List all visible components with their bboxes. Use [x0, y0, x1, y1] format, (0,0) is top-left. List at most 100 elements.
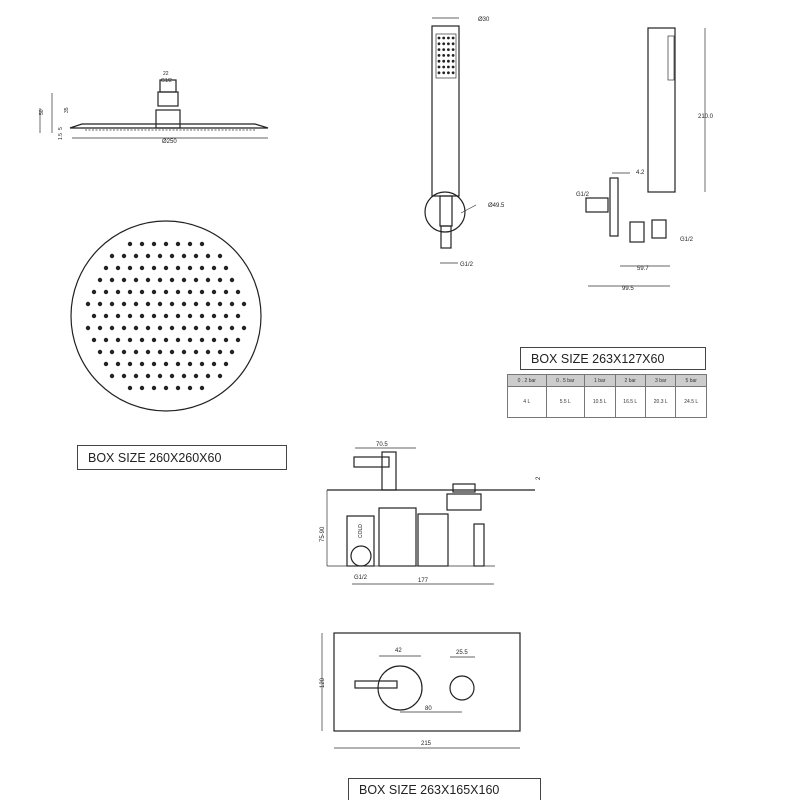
nozzle-dot [133, 301, 139, 307]
dim-front-width: 215 [421, 741, 432, 747]
dim-rim: 1.5 [58, 133, 64, 140]
nozzle-dot [91, 337, 97, 343]
nozzle-dot [127, 313, 133, 319]
nozzle-dot [217, 301, 223, 307]
flow-value: 4 L [507, 386, 547, 418]
shower-head-box-size: BOX SIZE 260X260X60 [77, 445, 287, 470]
nozzle-dot [127, 289, 133, 295]
flow-value: 10.5 L [584, 386, 616, 418]
nozzle-dot [211, 289, 217, 295]
nozzle-dot [97, 301, 103, 307]
hand-nozzle-dot [442, 42, 446, 46]
nozzle-dot [139, 385, 145, 391]
hand-nozzle-dot [447, 42, 450, 46]
hand-nozzle-dot [447, 48, 450, 51]
hand-shower-front-view: Ø30 Ø49.5 G1/2 [424, 17, 505, 268]
nozzle-dot [157, 373, 163, 379]
nozzle-dot [109, 301, 115, 307]
nozzle-dot [199, 385, 205, 391]
nozzle-dot [235, 337, 241, 343]
nozzle-dot [199, 337, 205, 343]
nozzle-dot [193, 325, 199, 331]
nozzle-dot [193, 373, 199, 379]
nozzle-dot [145, 349, 151, 355]
nozzle-dot [187, 313, 193, 319]
hand-nozzle-dot [437, 65, 441, 69]
nozzle-dot [193, 253, 199, 259]
nozzle-dot [85, 325, 91, 331]
nozzle-dot [103, 289, 109, 295]
hand-nozzle-dot [451, 42, 455, 46]
shower-head-side-view: 22 G1/2 50 35 5 1.5 Ø250 [39, 71, 269, 145]
nozzle-dot [115, 265, 121, 271]
nozzle-dot [187, 337, 193, 343]
nozzle-dot [211, 313, 217, 319]
hand-nozzle-dot [447, 65, 450, 69]
nozzle-dot [217, 253, 223, 259]
nozzle-dot [145, 325, 151, 331]
nozzle-dot [199, 289, 205, 295]
dim-total-height: 50 [39, 109, 45, 115]
dim-depth: 75-90 [320, 526, 326, 542]
nozzle-dot [115, 361, 121, 367]
dim-plate: 5 [58, 127, 64, 130]
nozzle-dot [169, 277, 175, 283]
nozzle-dot [115, 337, 121, 343]
nozzle-dot [151, 337, 157, 343]
nozzle-dot [223, 289, 229, 295]
nozzle-dot [223, 265, 229, 271]
nozzle-dot [241, 301, 247, 307]
nozzle-dot [151, 265, 157, 271]
nozzle-dot [121, 301, 127, 307]
dim-depth-long: 99.5 [622, 286, 634, 292]
nozzle-dot [151, 385, 157, 391]
nozzle-dot [127, 337, 133, 343]
nozzle-dot [187, 265, 193, 271]
nozzle-dot [139, 289, 145, 295]
nozzle-dot [91, 289, 97, 295]
nozzle-dot [175, 385, 181, 391]
dim-inlet-thread: G1/2 [576, 192, 590, 198]
nozzle-dot [157, 301, 163, 307]
nozzle-dot [223, 337, 229, 343]
dim-handle-diameter: 42 [395, 648, 402, 654]
nozzle-dot [151, 361, 157, 367]
hand-nozzle-dot [447, 59, 450, 63]
nozzle-dot [169, 301, 175, 307]
nozzle-dot [205, 277, 211, 283]
nozzle-dot [127, 361, 133, 367]
nozzle-dot [217, 277, 223, 283]
nozzle-dot [163, 385, 169, 391]
dim-diameter: Ø250 [162, 139, 177, 145]
flow-table-header-row: 0 . 2 bar 0 . 5 bar 1 bar 2 bar 3 bar 5 … [507, 374, 707, 387]
hand-nozzle-dot [437, 36, 441, 40]
nozzle-dot [229, 301, 235, 307]
nozzle-dot [181, 253, 187, 259]
dim-hand-height: 210.0 [698, 114, 714, 120]
nozzle-dot [169, 325, 175, 331]
nozzle-dot [109, 325, 115, 331]
dim-handle-length: 70.5 [376, 442, 388, 448]
dim-depth-short: 59.7 [637, 266, 649, 272]
nozzle-dot [139, 241, 145, 247]
nozzle-dot [151, 289, 157, 295]
nozzle-dot [175, 241, 181, 247]
nozzle-dot [121, 277, 127, 283]
flow-value: 20.3 L [644, 386, 677, 418]
nozzle-dot [181, 301, 187, 307]
nozzle-dot [145, 253, 151, 259]
flow-header: 0 . 2 bar [507, 374, 547, 387]
hand-nozzle-dot [447, 71, 450, 75]
nozzle-dot [169, 253, 175, 259]
nozzle-dot [211, 337, 217, 343]
hand-nozzle-dot [442, 71, 446, 75]
nozzle-dot [217, 349, 223, 355]
nozzle-dot [127, 265, 133, 271]
flow-header: 0 . 5 bar [545, 374, 586, 387]
hand-nozzle-dot [447, 36, 450, 40]
mixer-side-view: 70.5 2 75-90 COLD G1/2 177 [320, 442, 542, 585]
nozzle-dot [109, 253, 115, 259]
nozzle-dot [193, 277, 199, 283]
nozzle-dot [133, 253, 139, 259]
nozzle-dot [229, 325, 235, 331]
